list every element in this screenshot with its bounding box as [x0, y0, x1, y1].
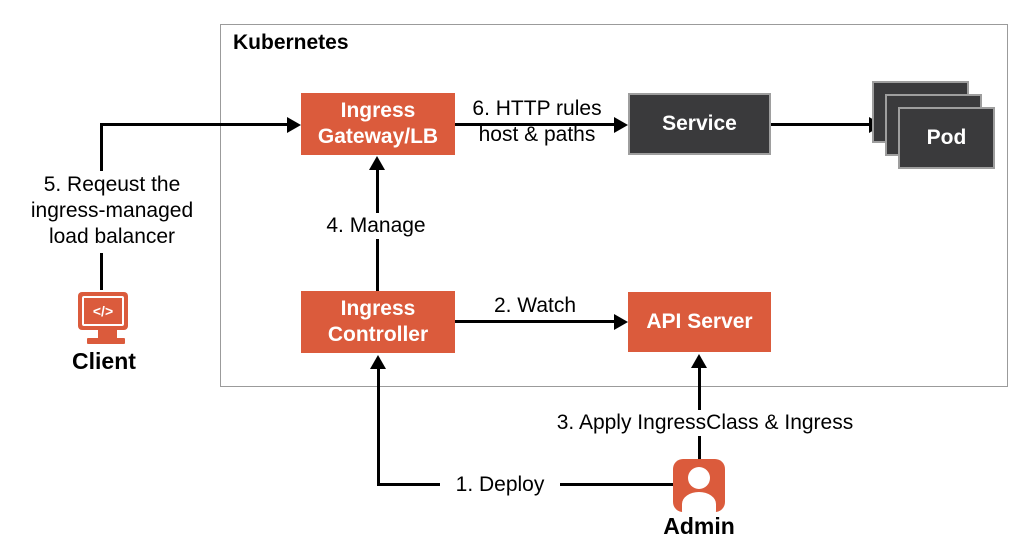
edge-apply-label: 3. Apply IngressClass & Ingress: [534, 410, 876, 436]
client-label: Client: [72, 348, 136, 374]
admin-head-shape: [688, 467, 710, 489]
edge-deploy-line-vertical: [377, 367, 380, 486]
client-monitor-icon: </>: [78, 292, 128, 330]
client-monitor-stand: [98, 330, 117, 338]
edge-watch-arrowhead: [614, 313, 628, 330]
edge-apply-arrowhead: [691, 354, 707, 368]
edge-service-pod-line: [771, 123, 871, 126]
kubernetes-cluster-label: Kubernetes: [233, 31, 349, 54]
node-ingress-gateway: Ingress Gateway/LB: [301, 93, 455, 155]
edge-request-line-horizontal: [100, 123, 288, 126]
edge-deploy-label: 1. Deploy: [440, 472, 560, 498]
edge-request-line-upper: [100, 123, 103, 171]
edge-watch-label: 2. Watch: [493, 294, 577, 317]
node-service: Service: [628, 93, 771, 155]
edge-watch-line: [455, 320, 617, 323]
admin-shoulders-shape: [682, 492, 716, 512]
admin-person-icon: [673, 459, 725, 512]
edge-deploy-arrowhead: [370, 355, 386, 369]
admin-label: Admin: [663, 513, 735, 539]
node-ingress-controller: Ingress Controller: [301, 291, 455, 353]
node-pod: Pod: [898, 107, 995, 169]
edge-http-arrowhead: [614, 116, 628, 133]
edge-request-label: 5. Reqeust the ingress-managed load bala…: [30, 173, 194, 248]
edge-manage-label: 4. Manage: [316, 213, 436, 239]
edge-request-arrowhead: [287, 116, 301, 133]
code-glyph: </>: [82, 296, 124, 326]
edge-http-label: 6. HTTP rules host & paths: [472, 97, 602, 146]
edge-http-line: [455, 123, 617, 126]
client-monitor-base: [87, 338, 125, 344]
node-api-server: API Server: [628, 292, 771, 352]
edge-request-line-lower: [100, 253, 103, 290]
edge-manage-arrowhead: [369, 156, 385, 170]
